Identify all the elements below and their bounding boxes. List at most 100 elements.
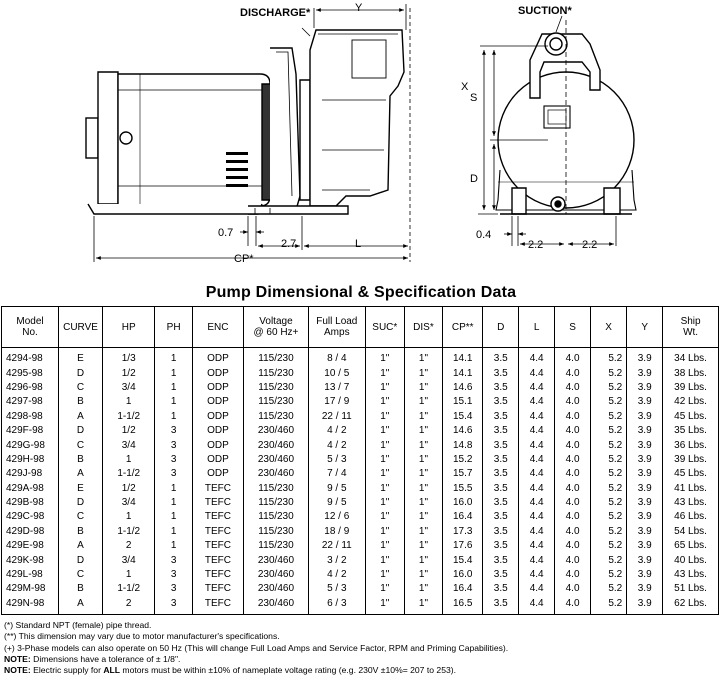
- table-cell: D: [58, 553, 103, 568]
- table-cell: 1: [154, 395, 193, 410]
- table-cell: 115/230: [243, 347, 309, 367]
- table-cell: 1": [403, 423, 444, 439]
- table-cell: 115/230: [243, 495, 309, 511]
- table-cell: 3.5: [482, 438, 520, 453]
- table-cell: 3.5: [482, 423, 520, 439]
- table-cell: 4.0: [554, 510, 592, 525]
- table-cell: TEFC: [191, 481, 245, 496]
- table-cell: 34 Lbs.: [662, 347, 719, 367]
- column-header: PH: [154, 306, 193, 348]
- table-cell: 4295-98: [0, 366, 60, 381]
- table-cell: 1: [154, 539, 193, 554]
- front-view-dimensions: [478, 15, 617, 246]
- table-cell: 15.2: [442, 452, 484, 468]
- table-cell: 5.2: [590, 438, 628, 453]
- table-cell: 7 / 4: [307, 467, 366, 482]
- table-cell: TEFC: [191, 596, 245, 616]
- table-cell: 115/230: [243, 539, 309, 554]
- table-cell: 3: [154, 467, 193, 482]
- footnote: (+) 3-Phase models can also operate on 5…: [4, 643, 720, 654]
- table-cell: 18 / 9: [307, 524, 366, 540]
- column-header: Voltage@ 60 Hz+: [243, 306, 309, 348]
- table-cell: 3/4: [101, 438, 156, 453]
- table-cell: 4.0: [554, 539, 592, 554]
- column-header: X: [590, 306, 628, 348]
- table-cell: 54 Lbs.: [662, 524, 719, 540]
- column-header: L: [518, 306, 556, 348]
- table-cell: B: [58, 395, 103, 410]
- table-cell: 4.0: [554, 409, 592, 424]
- table-cell: 5.2: [590, 510, 628, 525]
- table-cell: 2: [101, 596, 156, 616]
- table-cell: 1": [364, 423, 405, 439]
- table-cell: 230/460: [243, 452, 309, 468]
- table-cell: 3.5: [482, 366, 520, 381]
- table-cell: D: [58, 423, 103, 439]
- column-header-line: X: [605, 321, 612, 333]
- table-cell: 4.4: [518, 553, 556, 568]
- table-cell: A: [58, 539, 103, 554]
- column-header: DIS*: [403, 306, 444, 348]
- table-cell: 230/460: [243, 553, 309, 568]
- table-cell: 5.2: [590, 395, 628, 410]
- table-cell: 5.2: [590, 467, 628, 482]
- table-cell: 115/230: [243, 366, 309, 381]
- table-cell: 42 Lbs.: [662, 395, 719, 410]
- table-cell: 3: [154, 438, 193, 453]
- table-cell: 1": [364, 380, 405, 396]
- table-cell: 4.4: [518, 524, 556, 540]
- table-cell: 4.0: [554, 481, 592, 496]
- table-cell: 4.4: [518, 495, 556, 511]
- label-s: S: [470, 92, 477, 104]
- table-cell: 1": [364, 495, 405, 511]
- table-cell: 1: [101, 452, 156, 468]
- table-cell: 10 / 5: [307, 366, 366, 381]
- table-cell: 3: [154, 582, 193, 597]
- table-cell: 429K-98: [0, 553, 60, 568]
- column-header: Y: [626, 306, 664, 348]
- table-cell: TEFC: [191, 539, 245, 554]
- table-cell: C: [58, 567, 103, 583]
- table-cell: 45 Lbs.: [662, 409, 719, 424]
- column-header: ENC: [191, 306, 245, 348]
- table-cell: 5.2: [590, 539, 628, 554]
- footnote-text: (*) Standard NPT (female) pipe thread.: [4, 620, 152, 630]
- table-cell: 3.5: [482, 539, 520, 554]
- table-cell: 4 / 2: [307, 438, 366, 453]
- table-cell: ODP: [191, 380, 245, 396]
- column-header-line: CP**: [451, 321, 474, 333]
- side-view: [85, 29, 405, 215]
- table-cell: 115/230: [243, 510, 309, 525]
- table-cell: 13 / 7: [307, 380, 366, 396]
- table-cell: 1: [154, 510, 193, 525]
- table-cell: 115/230: [243, 395, 309, 410]
- table-cell: 1": [403, 481, 444, 496]
- table-cell: 3.9: [626, 596, 664, 616]
- table-cell: 4.0: [554, 366, 592, 381]
- table-cell: 15.1: [442, 395, 484, 410]
- table-cell: ODP: [191, 467, 245, 482]
- table-cell: 1": [364, 438, 405, 453]
- table-cell: 1": [364, 596, 405, 616]
- table-cell: 3: [154, 567, 193, 583]
- table-cell: 1": [403, 524, 444, 540]
- table-cell: 3: [154, 596, 193, 616]
- table-cell: 8 / 4: [307, 347, 366, 367]
- label-cp: CP*: [234, 253, 254, 265]
- table-cell: 4 / 2: [307, 423, 366, 439]
- table-cell: 3.5: [482, 524, 520, 540]
- table-cell: 5.2: [590, 409, 628, 424]
- table-cell: 39 Lbs.: [662, 380, 719, 396]
- table-cell: 4 / 2: [307, 567, 366, 583]
- table-cell: 5.2: [590, 596, 628, 616]
- table-cell: 1: [101, 510, 156, 525]
- table-cell: ODP: [191, 452, 245, 468]
- table-cell: 43 Lbs.: [662, 567, 719, 583]
- table-cell: 5.2: [590, 380, 628, 396]
- table-cell: 1: [154, 495, 193, 511]
